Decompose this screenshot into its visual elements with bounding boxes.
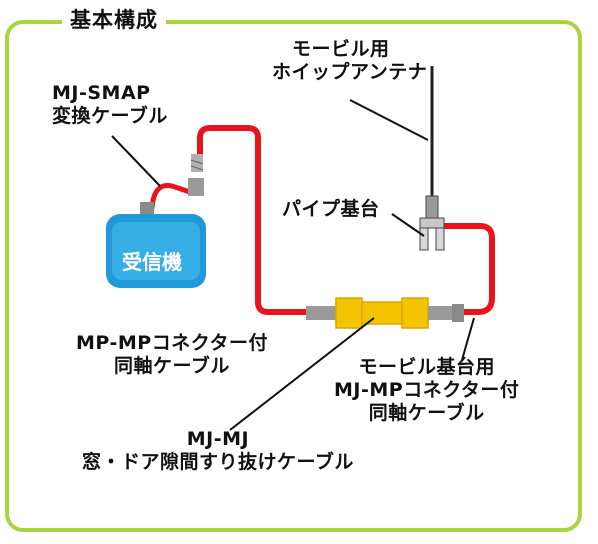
label-window-cable-line1: MJ-MJ <box>186 428 250 450</box>
label-mp-mp-line2: 同軸ケーブル <box>114 355 230 377</box>
receiver-antenna-jack <box>140 202 154 214</box>
leader-pipe-base <box>391 213 425 237</box>
leader-antenna <box>349 99 429 141</box>
mj-smap-cable <box>149 182 193 211</box>
mp-connector-right-icon <box>428 306 456 320</box>
leader-base-cable <box>461 317 475 361</box>
label-base-cable-line2: MJ-MPコネクター付 <box>334 379 520 401</box>
base-coax-cable <box>439 223 495 315</box>
label-mj-smap-cable: MJ-SMAP 変換ケーブル <box>52 82 168 128</box>
receiver-label: 受信機 <box>122 250 182 274</box>
label-antenna-line1: モービル用 <box>292 38 390 60</box>
label-pipe-base: パイプ基台 <box>282 198 380 220</box>
label-window-door-cable: MJ-MJ 窓・ドア隙間すり抜けケーブル <box>82 428 354 474</box>
receiver-face <box>112 222 200 280</box>
antenna-mount-icon <box>425 195 439 219</box>
leader-mj-smap <box>111 135 161 187</box>
label-mj-smap-line2: 変換ケーブル <box>52 105 168 127</box>
pipe-base-icon <box>419 217 445 229</box>
frame-border <box>5 20 582 532</box>
label-base-cable-line3: 同軸ケーブル <box>368 402 485 424</box>
mp-mp-coax-cable <box>197 125 309 315</box>
label-mp-mp-line1: MP-MPコネクター付 <box>76 332 268 354</box>
label-base-cable-line1: モービル基台用 <box>358 356 495 378</box>
label-mobile-whip-antenna: モービル用 ホイップアンテナ <box>272 38 427 84</box>
leader-window-cable <box>229 317 375 431</box>
label-antenna-line2: ホイップアンテナ <box>272 61 428 83</box>
diagram-title: 基本構成 <box>62 6 166 34</box>
mp-connector-left-icon <box>306 306 336 320</box>
label-mp-mp-cable: MP-MPコネクター付 同軸ケーブル <box>76 332 268 378</box>
label-mj-smap-line1: MJ-SMAP <box>52 82 151 104</box>
smap-connector-icon <box>188 178 204 196</box>
label-window-cable-line2: 窓・ドア隙間すり抜けケーブル <box>82 451 354 473</box>
label-mobile-base-cable: モービル基台用 MJ-MPコネクター付 同軸ケーブル <box>334 356 519 425</box>
